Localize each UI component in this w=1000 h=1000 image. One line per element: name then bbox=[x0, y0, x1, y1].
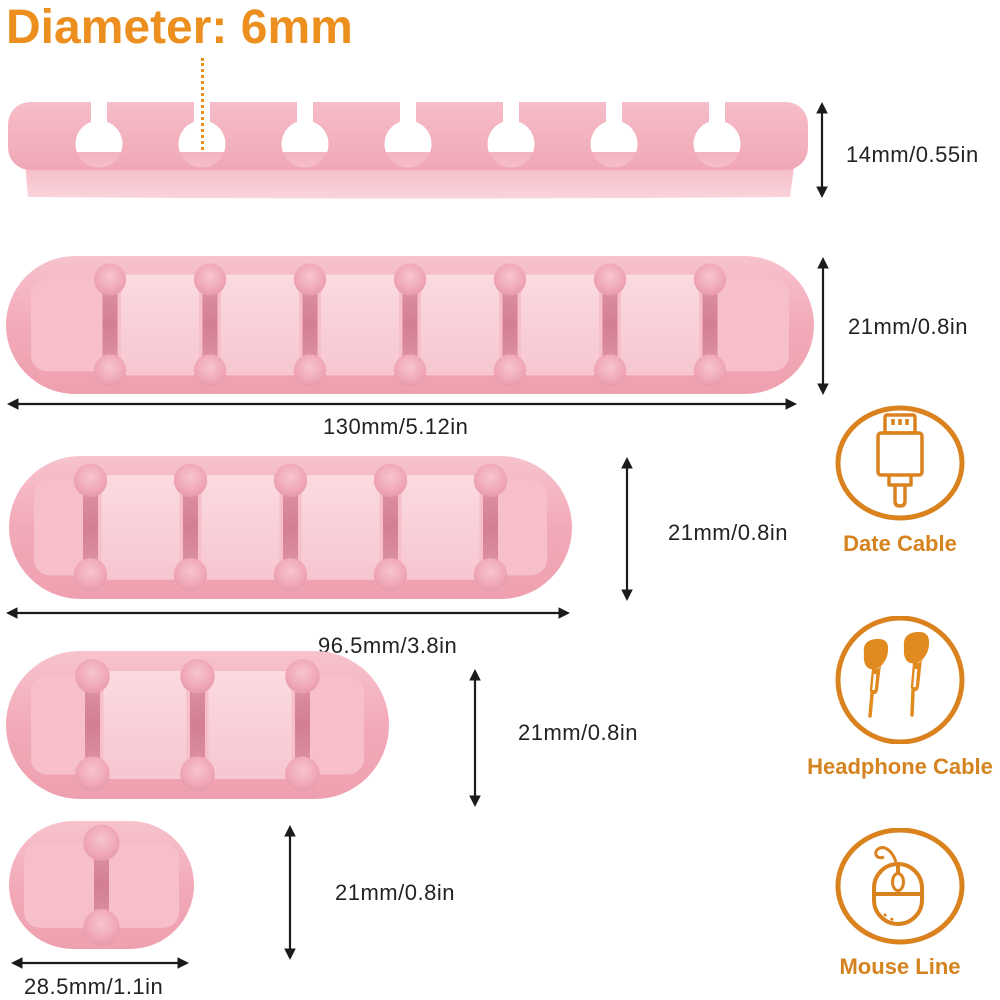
mouse-icon bbox=[835, 828, 965, 945]
dimension-label-14mm: 14mm/0.55in bbox=[846, 142, 979, 167]
cable-clip-7-slot-side-view bbox=[8, 102, 808, 199]
cable-clip-7-slot-top-view bbox=[6, 256, 814, 394]
width-arrow-7slot bbox=[7, 398, 797, 410]
cable-clip-1-slot-top-view bbox=[9, 821, 194, 949]
width-arrow-5slot bbox=[6, 607, 570, 619]
height-arrow-5slot bbox=[621, 457, 633, 601]
dimension-label-21mm-7slot: 21mm/0.8in bbox=[848, 314, 968, 339]
dimension-label-21mm-5slot: 21mm/0.8in bbox=[668, 520, 788, 545]
legend-headphone-cable: Headphone Cable bbox=[800, 616, 1000, 780]
earbuds-icon bbox=[835, 616, 965, 744]
legend-label-data-cable: Date Cable bbox=[843, 531, 957, 556]
height-arrow-3slot bbox=[469, 669, 481, 807]
width-arrow-1slot bbox=[11, 957, 189, 969]
usb-cable-icon bbox=[835, 405, 965, 521]
height-arrow-7slot bbox=[817, 257, 829, 395]
legend-mouse-line: Mouse Line bbox=[800, 828, 1000, 980]
legend-data-cable: Date Cable bbox=[800, 405, 1000, 557]
legend-label-headphone-cable: Headphone Cable bbox=[807, 754, 993, 779]
cable-clip-5-slot-top-view bbox=[9, 456, 572, 599]
height-arrow-1slot bbox=[284, 825, 296, 960]
diameter-heading: Diameter: 6mm bbox=[6, 1, 353, 54]
dimension-label-28mm: 28.5mm/1.1in bbox=[24, 974, 164, 999]
height-arrow-7slot-side bbox=[816, 102, 828, 198]
cable-clip-3-slot-top-view bbox=[6, 651, 389, 799]
legend-label-mouse-line: Mouse Line bbox=[839, 954, 961, 979]
dimension-label-96mm: 96.5mm/3.8in bbox=[318, 633, 458, 658]
dimension-label-21mm-3slot: 21mm/0.8in bbox=[518, 720, 638, 745]
dimension-label-130mm: 130mm/5.12in bbox=[323, 414, 469, 439]
dimension-label-21mm-1slot: 21mm/0.8in bbox=[335, 880, 455, 905]
